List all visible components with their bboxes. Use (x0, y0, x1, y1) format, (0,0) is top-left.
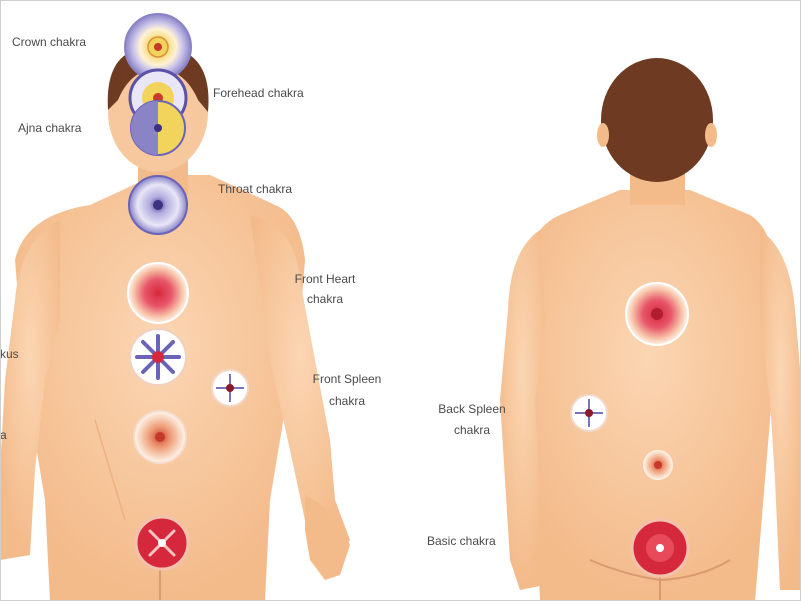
label-front-heart-line1: Front Heart (294, 272, 356, 286)
back-head (601, 58, 713, 182)
front-right-hand (305, 495, 350, 580)
back-navel-chakra (643, 450, 673, 480)
back-figure (500, 58, 801, 601)
back-spleen-chakra (570, 394, 608, 432)
front-right-arm (250, 215, 350, 565)
throat-chakra (128, 175, 188, 235)
back-torso (520, 190, 778, 601)
label-forehead-chakra: Forehead chakra (213, 86, 304, 100)
front-left-arm (0, 220, 60, 560)
label-basic-chakra: Basic chakra (427, 534, 496, 548)
back-basic-chakra (630, 518, 690, 578)
label-throat-chakra: Throat chakra (218, 182, 293, 196)
label-front-spleen-line2: chakra (328, 394, 366, 408)
navel-chakra (133, 410, 187, 464)
back-heart-chakra (625, 282, 689, 346)
label-front-heart-line2: chakra (306, 292, 344, 306)
label-ajna-chakra: Ajna chakra (18, 121, 82, 135)
back-right-arm (760, 230, 801, 590)
label-back-spleen-line1: Back Spleen (438, 402, 506, 416)
label-left-cut-2: a (0, 428, 7, 442)
back-ear-right (705, 123, 717, 147)
front-basic-chakra (134, 515, 190, 571)
front-contour (94, 419, 126, 521)
solar-plexus-chakra (129, 328, 187, 386)
label-back-spleen-line2: chakra (453, 423, 491, 437)
label-front-spleen-line1: Front Spleen (312, 372, 382, 386)
front-torso (15, 175, 305, 601)
front-heart-chakra (127, 262, 189, 324)
label-left-cut-1: kus (0, 347, 19, 361)
crown-chakra (124, 13, 192, 81)
back-left-arm (500, 230, 545, 590)
back-ear-left (597, 123, 609, 147)
ajna-chakra (130, 100, 186, 156)
label-crown-chakra: Crown chakra (12, 35, 87, 49)
front-spleen-chakra (211, 369, 249, 407)
